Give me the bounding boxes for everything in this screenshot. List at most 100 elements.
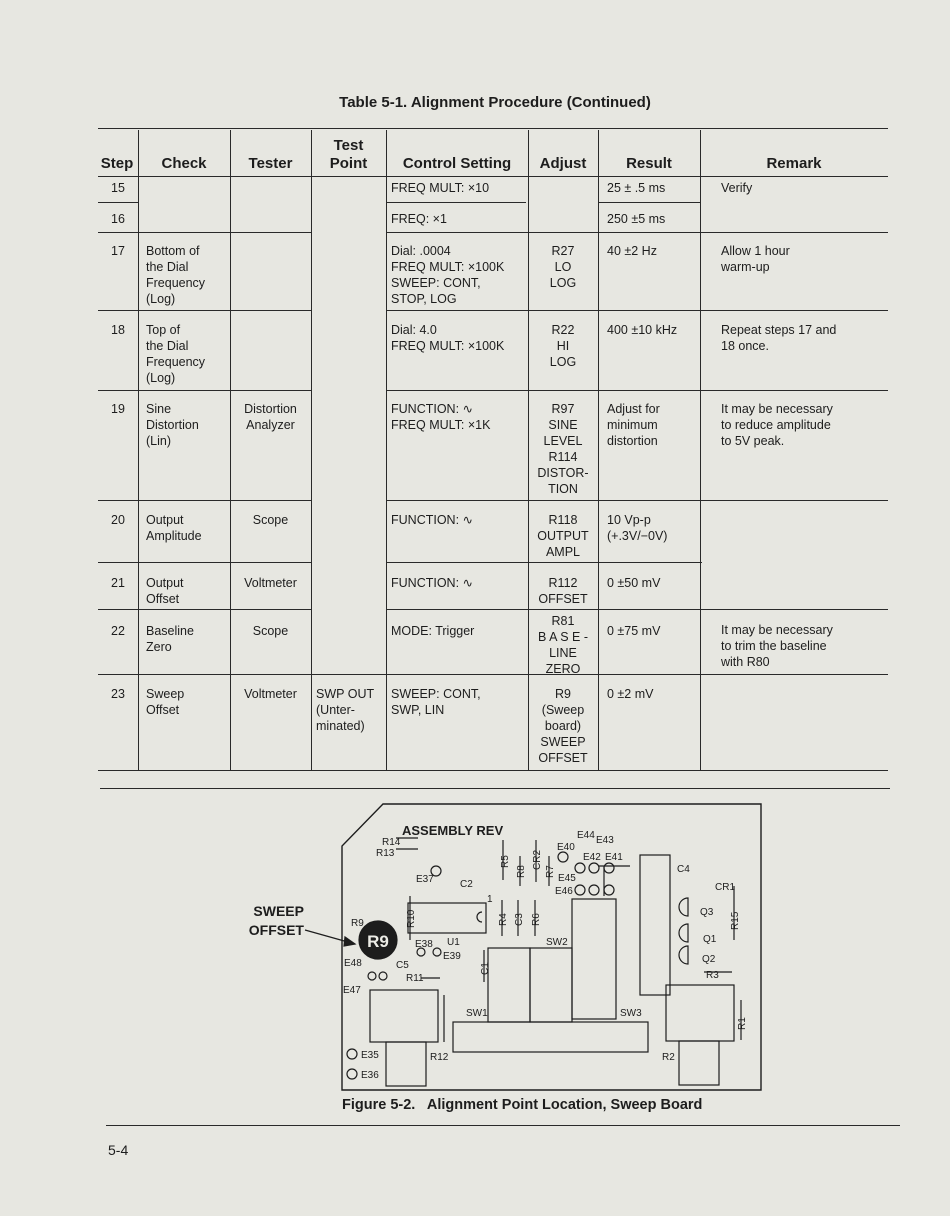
e40-pad bbox=[557, 851, 569, 863]
label-cr1: CR1 bbox=[715, 882, 735, 893]
label-r1: R1 bbox=[737, 1017, 748, 1030]
row-17-step: 17 bbox=[111, 244, 125, 258]
row-rule bbox=[98, 390, 311, 391]
label-r8: R8 bbox=[516, 865, 527, 878]
label-sw3: SW3 bbox=[620, 1008, 642, 1019]
row-20-check: Output Amplitude bbox=[146, 513, 202, 543]
row-23-control: SWEEP: CONT, SWP, LIN bbox=[391, 687, 481, 717]
label-e43: E43 bbox=[596, 835, 614, 846]
label-c2: C2 bbox=[460, 879, 473, 890]
row-21-step: 21 bbox=[111, 576, 125, 590]
row-23-test-point: SWP OUT (Unter- minated) bbox=[316, 687, 375, 733]
column-rule bbox=[386, 130, 387, 770]
e35-pad bbox=[346, 1048, 358, 1060]
row-16-result: 250 ±5 ms bbox=[607, 212, 666, 226]
row-rule bbox=[386, 562, 702, 563]
q3-transistor bbox=[678, 897, 689, 917]
table-title: Table 5-1. Alignment Procedure (Continue… bbox=[339, 94, 651, 111]
label-e40: E40 bbox=[557, 842, 575, 853]
row-rule bbox=[98, 310, 311, 311]
row-23-result: 0 ±2 mV bbox=[607, 687, 654, 701]
row-23-check: Sweep Offset bbox=[146, 687, 185, 717]
row-22-result: 0 ±75 mV bbox=[607, 624, 661, 638]
r9-highlight-icon bbox=[358, 920, 398, 960]
row-rule bbox=[98, 500, 311, 501]
row-23-step: 23 bbox=[111, 687, 125, 701]
header-step: Step bbox=[100, 155, 134, 172]
label-e38: E38 bbox=[415, 939, 433, 950]
label-r6: R6 bbox=[531, 913, 542, 926]
row-21-check: Output Offset bbox=[146, 576, 184, 606]
row-rule bbox=[386, 232, 888, 233]
row-20-result: 10 Vp-p (+.3V/−0V) bbox=[607, 513, 668, 543]
r12-shaft bbox=[385, 1041, 427, 1087]
row-22-check: Baseline Zero bbox=[146, 624, 194, 654]
label-q2: Q2 bbox=[702, 954, 716, 965]
row-15-remark: Verify bbox=[721, 181, 753, 195]
header-result: Result bbox=[626, 155, 672, 172]
row-rule bbox=[98, 232, 311, 233]
label-r9-highlight: R9 bbox=[367, 932, 389, 951]
label-c4: C4 bbox=[677, 864, 690, 875]
row-20-control: FUNCTION: ∿ bbox=[391, 513, 473, 527]
e39-pad bbox=[432, 947, 442, 957]
e47-pad bbox=[378, 971, 388, 981]
c4-capacitor bbox=[639, 854, 671, 996]
figure-top-rule bbox=[100, 788, 890, 789]
e45-pad bbox=[574, 884, 586, 896]
label-r4: R4 bbox=[498, 913, 509, 926]
label-u1: U1 bbox=[447, 937, 460, 948]
label-q3: Q3 bbox=[700, 907, 714, 918]
label-e46: E46 bbox=[555, 886, 573, 897]
q1-transistor bbox=[678, 923, 689, 943]
board-outline bbox=[341, 803, 762, 1091]
row-rule bbox=[98, 202, 138, 203]
label-r7: R7 bbox=[545, 865, 556, 878]
r12-pot bbox=[369, 989, 439, 1043]
label-e42: E42 bbox=[583, 852, 601, 863]
e41-pad bbox=[588, 862, 600, 874]
label-pin1: 1 bbox=[487, 894, 493, 905]
callout-arrowhead-icon bbox=[343, 935, 357, 947]
u1-chip bbox=[407, 902, 487, 934]
row-20-tester: Scope bbox=[252, 513, 289, 527]
label-r12: R12 bbox=[430, 1052, 449, 1063]
column-rule bbox=[311, 130, 312, 770]
label-r5: R5 bbox=[500, 855, 511, 868]
label-e44: E44 bbox=[577, 830, 595, 841]
sw2-switch bbox=[571, 898, 617, 1020]
switch-bar bbox=[452, 1021, 649, 1053]
header-adjust: Adjust bbox=[539, 155, 587, 172]
label-r13: R13 bbox=[376, 848, 395, 859]
row-19-control: FUNCTION: ∿ FREQ MULT: ×1K bbox=[391, 402, 491, 432]
header-remark: Remark bbox=[766, 155, 822, 172]
row-19-step: 19 bbox=[111, 402, 125, 416]
label-r10: R10 bbox=[406, 909, 417, 928]
row-18-adjust: R22 HI LOG bbox=[549, 323, 577, 369]
label-e47: E47 bbox=[343, 985, 361, 996]
table-bottom-rule bbox=[98, 770, 888, 771]
e38-pad bbox=[416, 947, 426, 957]
sw1-box-right bbox=[529, 947, 573, 1023]
row-21-control: FUNCTION: ∿ bbox=[391, 576, 473, 590]
r2-shaft bbox=[678, 1040, 720, 1086]
label-e37: E37 bbox=[416, 874, 434, 885]
row-rule bbox=[386, 202, 526, 203]
row-23-tester: Voltmeter bbox=[244, 687, 297, 701]
sweep-offset-callout: SWEEP OFFSET bbox=[248, 903, 304, 938]
footer-rule bbox=[106, 1125, 900, 1126]
row-22-step: 22 bbox=[111, 624, 125, 638]
label-e45: E45 bbox=[558, 873, 576, 884]
label-e39: E39 bbox=[443, 951, 461, 962]
row-19-tester: Distortion Analyzer bbox=[244, 402, 297, 432]
e43-pad bbox=[603, 862, 615, 874]
row-15-control: FREQ MULT: ×10 bbox=[391, 181, 490, 195]
row-21-result: 0 ±50 mV bbox=[607, 576, 661, 590]
e36-pad bbox=[346, 1068, 358, 1080]
row-21-adjust: R112 OFFSET bbox=[538, 576, 588, 606]
label-e48: E48 bbox=[344, 958, 362, 969]
row-15-step: 15 bbox=[111, 181, 125, 195]
row-rule bbox=[386, 390, 888, 391]
row-22-tester: Scope bbox=[252, 624, 289, 638]
